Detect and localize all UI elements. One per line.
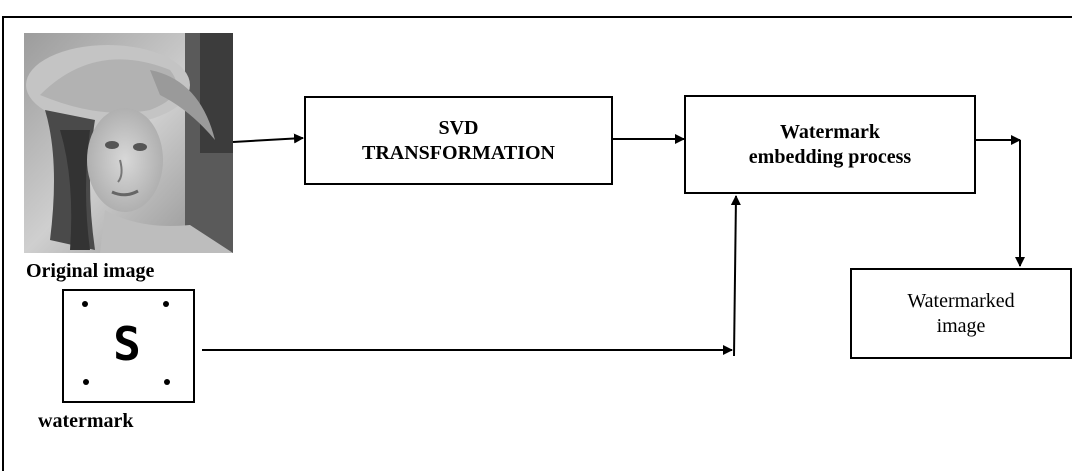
original-image-label: Original image <box>26 260 155 282</box>
watermarked-image-box: Watermarked image <box>850 268 1072 359</box>
arrow-original-to-svd <box>232 133 304 144</box>
watermarked-image-label: Watermarked image <box>907 289 1015 337</box>
watermark-dot-br <box>164 379 170 385</box>
watermark-dot-bl <box>83 379 89 385</box>
watermark-glyph: S <box>113 317 141 371</box>
svd-transformation-box: SVD TRANSFORMATION <box>304 96 613 185</box>
watermark-embedding-box: Watermark embedding process <box>684 95 976 194</box>
watermark-label: watermark <box>38 410 134 432</box>
watermark-dot-tl <box>82 301 88 307</box>
original-image-thumbnail <box>24 33 233 253</box>
arrow-watermark-up-to-embed <box>730 195 741 357</box>
watermark-dot-tr <box>163 301 169 307</box>
watermark-thumbnail: S <box>62 289 195 403</box>
watermark-embedding-label: Watermark embedding process <box>748 120 912 168</box>
svd-transformation-label: SVD TRANSFORMATION <box>362 116 555 164</box>
